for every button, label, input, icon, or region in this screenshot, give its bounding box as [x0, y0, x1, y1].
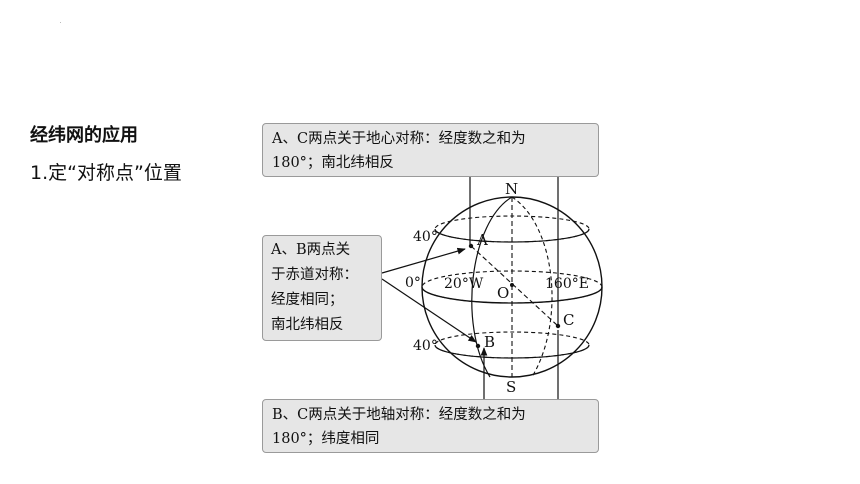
diameter-a-c [470, 245, 559, 327]
point-c-marker [555, 323, 561, 329]
annotation-box-a-c: A、C两点关于地心对称：经度数之和为 180°；南北纬相反 [262, 123, 599, 177]
annotation-box-a-b: A、B两点关 于赤道对称： 经度相同； 南北纬相反 [262, 235, 382, 341]
label-lon-west: 20°W [444, 276, 484, 292]
meridian-back [511, 196, 553, 378]
page-subtitle: 1.定“对称点”位置 [30, 162, 182, 184]
label-lat-40s: 40° [413, 338, 438, 354]
point-b-marker [475, 343, 481, 349]
label-lat-40n: 40° [413, 229, 438, 245]
label-equator: 0° [405, 275, 421, 291]
box-ab-line2: 于赤道对称： [271, 267, 358, 283]
label-north: N [505, 180, 518, 198]
label-center-o: O [497, 284, 509, 302]
arrow-to-a [381, 247, 466, 274]
label-point-c: C [563, 311, 574, 329]
label-point-a: A [476, 231, 488, 249]
box-ac-line2: 180°；南北纬相反 [272, 155, 394, 171]
box-ac-line1: A、C两点关于地心对称：经度数之和为 [272, 131, 526, 147]
box-ab-line3: 经度相同； [271, 292, 344, 308]
label-lon-east: 160°E [545, 276, 589, 292]
box-bc-line2: 180°；纬度相同 [272, 431, 380, 447]
box-ab-line4: 南北纬相反 [271, 317, 344, 333]
meridian-front [471, 196, 513, 378]
decorative-dot [60, 22, 61, 23]
point-a-marker [468, 243, 474, 249]
arrow-to-b [381, 278, 477, 343]
page-title: 经纬网的应用 [30, 125, 138, 146]
box-bc-line1: B、C两点关于地轴对称：经度数之和为 [272, 407, 526, 423]
box-ab-line1: A、B两点关 [271, 242, 351, 258]
label-south: S [506, 378, 516, 396]
label-point-b: B [484, 333, 495, 351]
center-o-marker [510, 283, 514, 287]
annotation-box-b-c: B、C两点关于地轴对称：经度数之和为 180°；纬度相同 [262, 399, 599, 453]
